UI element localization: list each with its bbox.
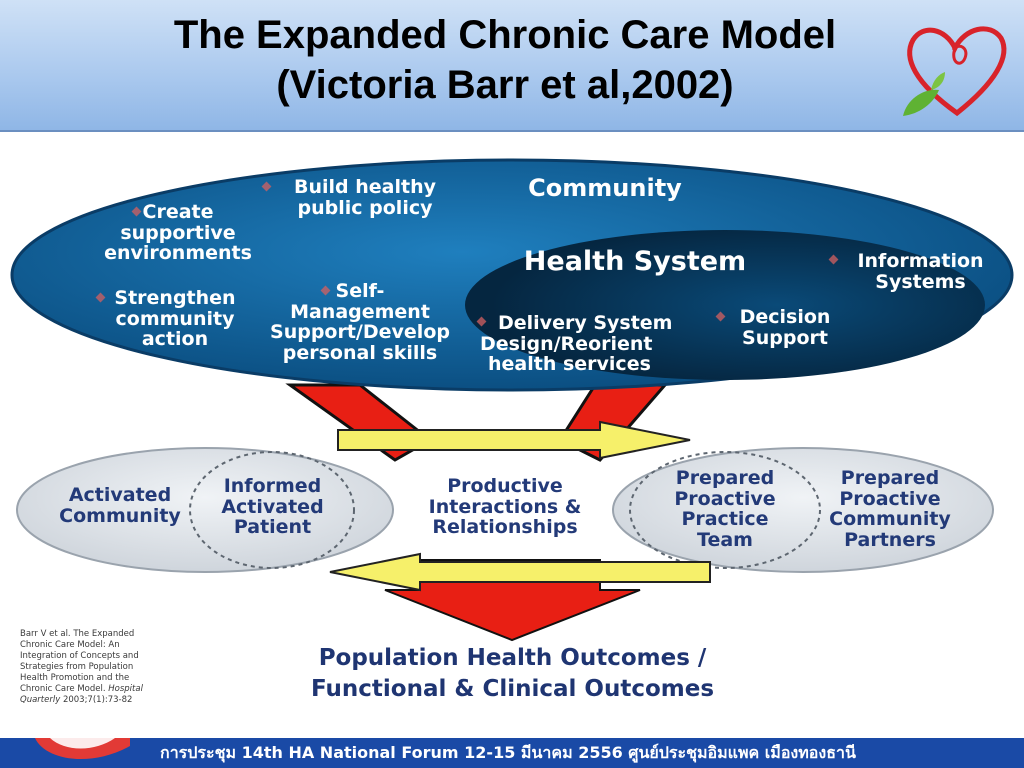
label-line: Prepared [840,467,940,489]
label-line: Activated [221,495,324,518]
title-line-1: The Expanded Chronic Care Model [173,13,837,57]
prepared-proactive-community-partners: Prepared Proactive Community Partners [815,468,965,550]
label-line: Interactions & [428,495,582,518]
forum-logo-icon [35,738,130,760]
label-line: environments [104,242,252,265]
citation-line: Strategies from Population [20,662,134,672]
label-line: Team [697,528,753,551]
citation-line: Chronic Care Model: An [20,640,120,650]
citation-reference: Barr V et al. The Expanded Chronic Care … [20,629,225,706]
citation-line: Quarterly [20,695,61,705]
outcome-line: Population Health Outcomes / [318,645,707,671]
build-healthy-public-policy: Build healthy public policy [270,177,460,218]
label-line: Informed [223,475,322,497]
productive-interactions: Productive Interactions & Relationships [405,476,605,538]
slide-header: The Expanded Chronic Care Model (Victori… [0,0,1024,132]
information-systems: Information Systems [843,251,998,292]
label-line: Activated [68,484,172,506]
label-line: Support [742,326,828,349]
practice-team-ellipse [629,451,821,569]
label-line: Community [829,508,951,531]
forum-footer-banner: การประชุม 14th HA National Forum 12-15 ม… [0,738,1024,768]
label-line: Support/Develop [270,321,450,344]
citation-line: Integration of Concepts and [20,651,139,661]
label-line: Patient [233,516,312,539]
team-partners-ellipse [612,447,994,573]
citation-line: Hospital [108,684,143,694]
label-line: community [115,307,235,330]
label-line: Design/Reorient [480,332,653,355]
label-line: action [141,328,209,351]
label-line: Systems [875,270,966,293]
label-line: Community [59,504,181,527]
delivery-system-design: Delivery System Design/Reorient health s… [480,313,700,375]
right-yellow-arrow [337,420,691,460]
title-line-2: (Victoria Barr et al,2002) [276,63,734,107]
citation-line: Chronic Care Model. [20,684,106,694]
label-line: Delivery System [498,312,673,334]
population-health-outcomes: Population Health Outcomes / Functional … [240,643,785,705]
prepared-proactive-practice-team: Prepared Proactive Practice Team [655,468,795,550]
decision-support: Decision Support [720,307,850,348]
activated-community: Activated Community [45,485,195,526]
label-line: Proactive [839,487,941,510]
strengthen-community-action: Strengthen community action [95,288,255,350]
label-line: health services [488,353,651,376]
self-management-support: Self- Management Support/Develop persona… [255,281,465,363]
label-line: Self- [335,280,385,302]
label-line: public policy [297,196,433,219]
heart-leaf-logo-icon [903,26,1007,117]
footer-text: การประชุม 14th HA National Forum 12-15 ม… [160,743,856,762]
health-system-title: Health System [523,246,747,277]
informed-activated-patient: Informed Activated Patient [205,476,340,538]
label-line: Information [857,250,984,272]
label-line: supportive [120,221,236,244]
left-yellow-arrow [329,552,711,592]
label-line: Build healthy [294,176,436,198]
create-supportive-environments: Create supportive environments [88,202,268,264]
outcome-line: Functional & Clinical Outcomes [310,676,715,702]
citation-line: 2003;7(1):73-82 [62,695,133,705]
citation-line: Health Promotion and the [20,673,130,683]
health-system-ellipse [465,230,985,380]
label-line: Management [290,300,430,323]
label-line: Productive [447,475,563,497]
citation-line: Barr V et al. The Expanded [20,629,135,639]
label-line: Partners [844,528,936,551]
label-line: Strengthen [114,287,236,309]
informed-patient-ellipse [189,451,355,569]
label-line: Proactive [674,487,776,510]
label-line: Decision [739,306,831,328]
label-line: Practice [681,508,769,531]
label-line: personal skills [282,341,438,364]
slide-title: The Expanded Chronic Care Model (Victori… [0,10,1010,110]
label-line: Create [142,201,214,223]
label-line: Prepared [675,467,775,489]
community-title: Community [528,174,682,202]
label-line: Relationships [432,516,578,539]
patient-community-ellipse [16,447,394,573]
